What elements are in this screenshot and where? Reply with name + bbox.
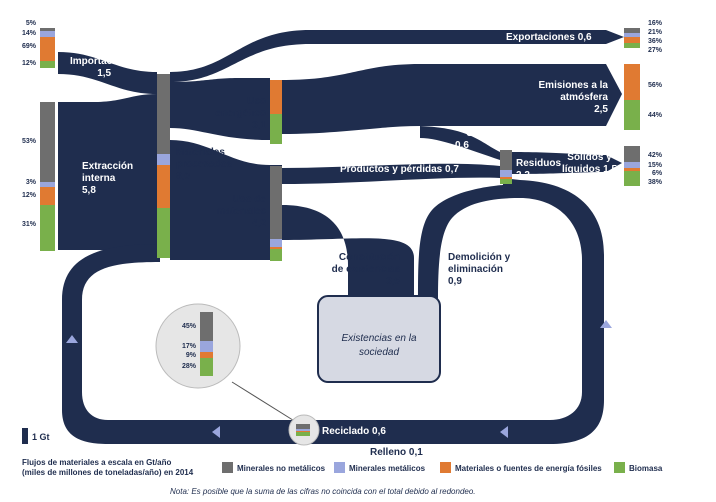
- legend-swatch-fossil: [440, 462, 451, 473]
- legend-swatch-biomass: [614, 462, 625, 473]
- flow-uso-energetico: [170, 78, 270, 140]
- pct-reciclado-metal: 17%: [181, 343, 196, 350]
- pct-exportaciones-metal: 21%: [648, 29, 663, 36]
- bar-uso-energetico: [270, 80, 282, 144]
- flow-productos: [282, 163, 500, 184]
- pct-exportaciones-nonmetal: 16%: [648, 20, 663, 27]
- legend-label-nonmetal: Minerales no metálicos: [237, 464, 326, 473]
- label-exportaciones: Exportaciones 0,6: [506, 32, 592, 43]
- label-productos: Productos y pérdidas 0,7: [340, 164, 459, 175]
- arrow-down-icon: [600, 320, 612, 328]
- pct-extraccion-biomass: 31%: [21, 221, 36, 228]
- bar-uso-materiales: [270, 166, 282, 261]
- pct-solidos-fossil: 6%: [652, 170, 663, 177]
- flow-emisiones: [282, 64, 622, 134]
- legend-label-fossil: Materiales o fuentes de energía fósiles: [455, 464, 602, 473]
- bar-importaciones: [40, 28, 55, 68]
- bar-materiales: [157, 74, 170, 258]
- bar-extraccion: [40, 102, 55, 251]
- pct-solidos-metal: 15%: [648, 162, 663, 169]
- pct-extraccion-nonmetal: 53%: [21, 138, 36, 145]
- pct-reciclado-biomass: 28%: [181, 363, 196, 370]
- pct-solidos-biomass: 38%: [648, 179, 663, 186]
- pct-extraccion-fossil: 12%: [21, 192, 36, 199]
- reciclado-lens: [155, 303, 241, 389]
- flow-cenizas: [420, 126, 500, 160]
- flow-constitucion: [282, 205, 414, 300]
- legend-swatch-nonmetal: [222, 462, 233, 473]
- bar-solidos: [624, 146, 640, 186]
- label-relleno: Relleno 0,1: [370, 447, 423, 458]
- pct-exportaciones-fossil: 36%: [648, 38, 663, 45]
- pct-reciclado-nonmetal: 45%: [181, 323, 196, 330]
- legend-scale-label: 1 Gt: [32, 432, 50, 442]
- pct-exportaciones-biomass: 27%: [648, 47, 663, 54]
- label-cenizas: Cenizas y excrementos: [466, 128, 577, 139]
- arrow-left-icon: [500, 426, 508, 438]
- legend-caption: Flujos de materiales a escala en Gt/año(…: [22, 458, 194, 477]
- pct-extraccion-metal: 3%: [25, 179, 36, 186]
- pct-importaciones-biomass: 12%: [21, 60, 36, 67]
- arrow-left-icon: [212, 426, 220, 438]
- existencias-box: [317, 295, 441, 383]
- pct-importaciones-fossil: 69%: [21, 43, 36, 50]
- pct-solidos-nonmetal: 42%: [648, 152, 663, 159]
- pct-importaciones-nonmetal: 5%: [25, 20, 36, 27]
- bar-exportaciones: [624, 28, 640, 48]
- flow-extraccion: [58, 94, 157, 254]
- pct-emisiones-fossil: 56%: [648, 82, 663, 89]
- pct-importaciones-metal: 14%: [21, 30, 36, 37]
- bar-emisiones: [624, 64, 640, 130]
- footnote: Nota: Es posible que la suma de las cifr…: [170, 487, 476, 496]
- arrow-up-icon: [66, 335, 78, 343]
- bar-residuos: [500, 150, 512, 184]
- legend-label-biomass: Biomasa: [629, 464, 663, 473]
- legend-label-metal: Minerales metálicos: [349, 464, 426, 473]
- legend-swatch-metal: [334, 462, 345, 473]
- label-reciclado: Reciclado 0,6: [322, 426, 386, 437]
- pct-emisiones-biomass: 44%: [648, 112, 663, 119]
- flow-solidos: [512, 152, 622, 174]
- pct-reciclado-fossil: 9%: [185, 352, 196, 359]
- flow-uso-materiales: [170, 140, 282, 260]
- bar-reciclado-zoom: [200, 312, 213, 376]
- flow-importaciones: [58, 52, 157, 94]
- scale-bar: [22, 428, 28, 444]
- flow-exportaciones: [170, 30, 624, 82]
- label-cenizas-valor: 0,6: [455, 140, 469, 151]
